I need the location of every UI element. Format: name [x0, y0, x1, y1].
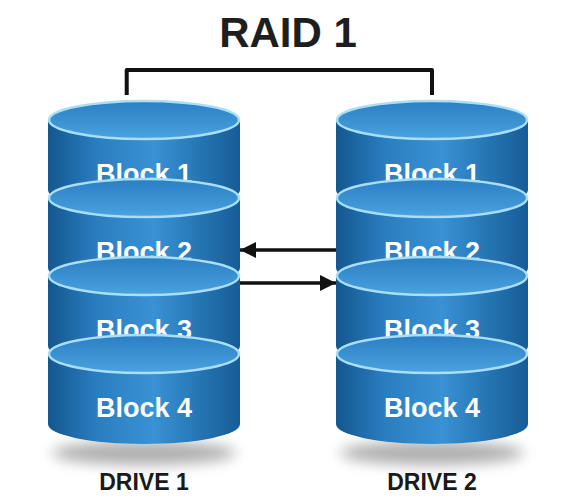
- segment-top: [49, 335, 239, 373]
- drive-shadow: [52, 441, 236, 465]
- segment-top: [49, 257, 239, 295]
- cylinder-segment: [48, 334, 240, 444]
- data-block: Block 4: [48, 334, 240, 444]
- segment-top: [49, 179, 239, 217]
- segment-top: [337, 101, 527, 139]
- mirror-link: [127, 70, 432, 95]
- data-block: Block 4: [336, 334, 528, 444]
- segment-top: [337, 257, 527, 295]
- cylinder-segment: [336, 334, 528, 444]
- segment-top: [337, 179, 527, 217]
- drive-label: DRIVE 1: [48, 467, 240, 497]
- diagram-title: RAID 1: [0, 8, 576, 58]
- disk-drive: DRIVE 1Block 1Block 2Block 3Block 4: [48, 95, 240, 500]
- drive-shadow: [340, 441, 524, 465]
- block-label: Block 4: [48, 392, 240, 424]
- disk-drive: DRIVE 2Block 1Block 2Block 3Block 4: [336, 95, 528, 500]
- sync-arrow: [240, 281, 336, 285]
- sync-arrow: [240, 248, 336, 252]
- block-label: Block 4: [336, 392, 528, 424]
- segment-top: [49, 101, 239, 139]
- segment-top: [337, 335, 527, 373]
- drive-label: DRIVE 2: [336, 467, 528, 497]
